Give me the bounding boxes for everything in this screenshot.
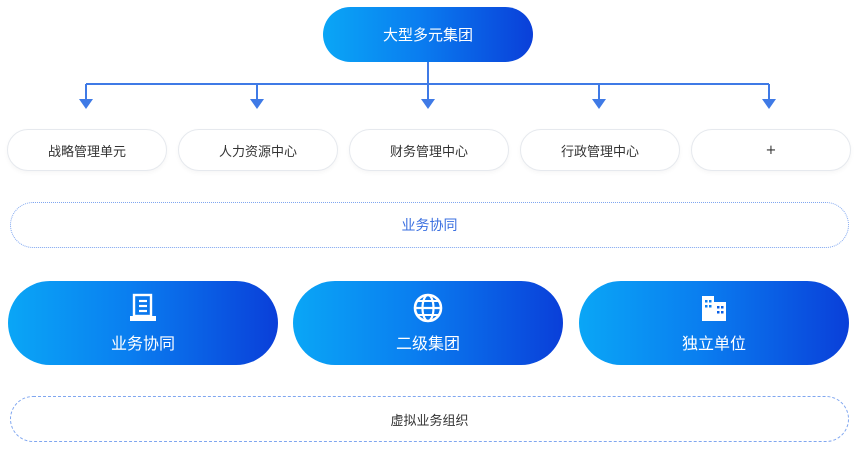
- connector-lines: [79, 62, 776, 109]
- dept-finance[interactable]: 财务管理中心: [349, 129, 509, 171]
- dept-label: 财务管理中心: [389, 144, 468, 160]
- dept-label: 战略管理单元: [47, 144, 126, 160]
- unit-independent[interactable]: 独立单位: [579, 281, 849, 365]
- connector-branch-3: [421, 84, 435, 109]
- add-icon: +: [765, 142, 777, 158]
- office-buildings-icon: [702, 296, 726, 321]
- dept-strategy[interactable]: 战略管理单元: [7, 129, 167, 171]
- dept-add-button[interactable]: +: [691, 129, 851, 171]
- connector-branch-1: [79, 84, 93, 109]
- unit-secondary-group[interactable]: 二级集团: [293, 281, 563, 365]
- arrow-down-icon: [421, 99, 435, 109]
- unit-label: 二级集团: [395, 334, 460, 353]
- unit-label: 独立单位: [681, 334, 746, 353]
- connector-branch-4: [592, 84, 606, 109]
- collaboration-bar[interactable]: 业务协同: [10, 202, 849, 248]
- dept-label: 行政管理中心: [560, 144, 639, 160]
- building-document-icon: [130, 293, 156, 321]
- connector-branch-5: [762, 84, 776, 109]
- arrow-down-icon: [250, 99, 264, 109]
- dept-label: 人力资源中心: [218, 144, 297, 160]
- unit-business-collab[interactable]: 业务协同: [8, 281, 278, 365]
- root-node[interactable]: 大型多元集团: [323, 7, 533, 62]
- unit-label: 业务协同: [110, 334, 175, 353]
- root-node-label: 大型多元集团: [382, 26, 473, 44]
- arrow-down-icon: [79, 99, 93, 109]
- connector-branch-2: [250, 84, 264, 109]
- arrow-down-icon: [762, 99, 776, 109]
- arrow-down-icon: [592, 99, 606, 109]
- globe-icon: [413, 293, 443, 323]
- virtual-org-bar[interactable]: 虚拟业务组织: [10, 396, 849, 442]
- dept-admin[interactable]: 行政管理中心: [520, 129, 680, 171]
- virtual-org-bar-label: 虚拟业务组织: [390, 413, 469, 429]
- dept-hr[interactable]: 人力资源中心: [178, 129, 338, 171]
- collaboration-bar-label: 业务协同: [401, 218, 458, 234]
